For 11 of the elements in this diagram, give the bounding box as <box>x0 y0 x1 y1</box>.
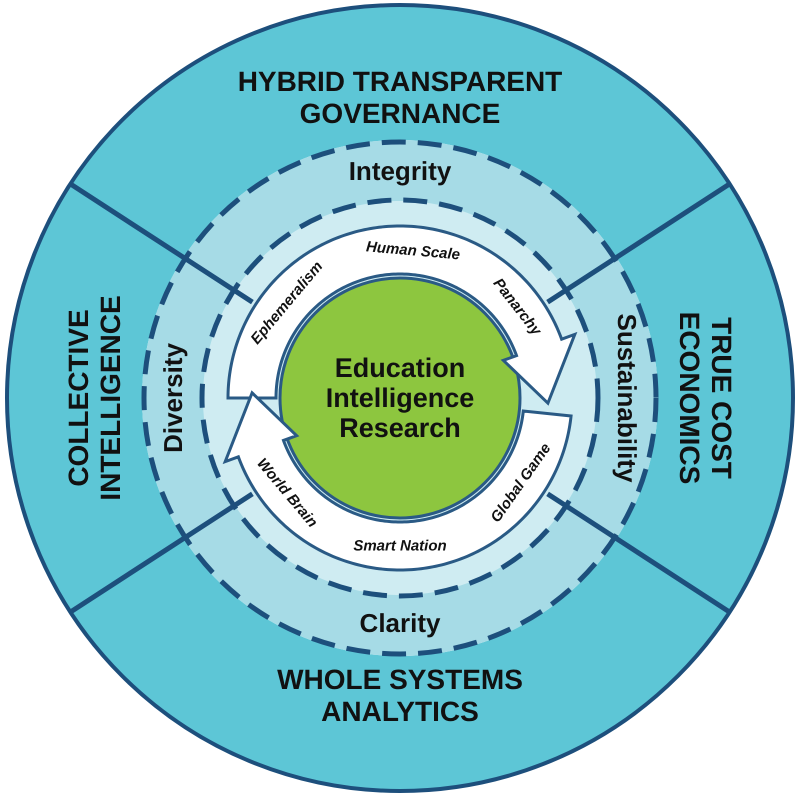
segment-title: WHOLE SYSTEMS ANALYTICS <box>276 664 524 728</box>
value-label: Integrity <box>348 157 452 187</box>
center-label: Education Intelligence Research <box>324 352 476 444</box>
segment-title: TRUE COST ECONOMICS <box>673 310 738 486</box>
value-label: Diversity <box>159 343 189 453</box>
segment-title: COLLECTIVE INTELLIGENCE <box>62 294 127 503</box>
value-label: Sustainability <box>611 313 641 483</box>
segment-title: HYBRID TRANSPARENT GOVERNANCE <box>236 66 564 130</box>
value-label: Clarity <box>360 609 440 639</box>
cycle-label: Smart Nation <box>353 537 447 555</box>
cycle-label: Human Scale <box>365 238 461 264</box>
